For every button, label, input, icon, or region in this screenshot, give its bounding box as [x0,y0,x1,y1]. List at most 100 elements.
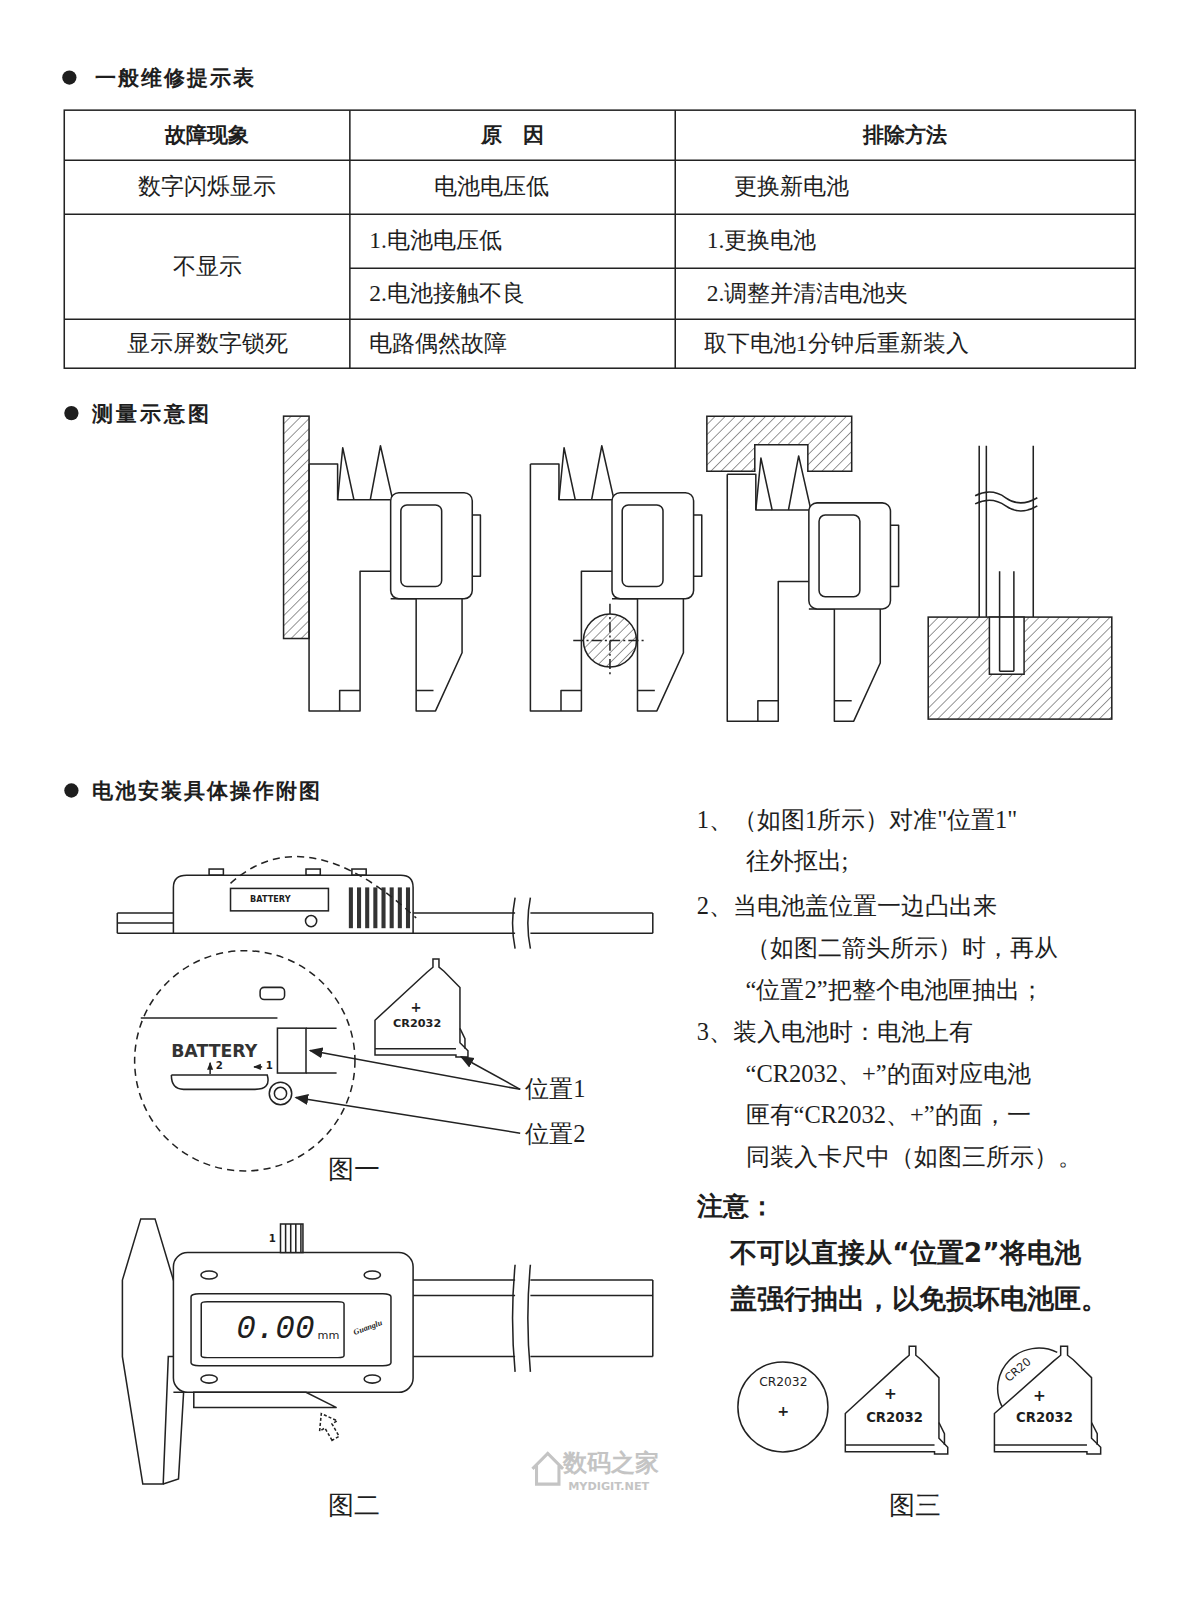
note-text: 不可以直接从“位置2”将电池 盖强行抽出，以免损坏电池匣。 [730,1230,1179,1322]
note-heading: 注意： [697,1188,819,1225]
caliper-top-view-part [209,869,223,875]
node-text: CR20 [1003,1356,1033,1384]
node-text: CR2032 [759,1376,807,1388]
text-line: 不可以直接从“位置2”将电池 [730,1237,1080,1268]
watermark-icon [532,1454,563,1485]
battery-holder-outline-part [375,959,468,1057]
table-cell: 数字闪烁显示 [64,160,350,214]
text-line: 同装入卡尺中（如图三所示）。 [746,1143,1082,1170]
table-cell: 电路偶然故障 [369,319,675,368]
caliper-front-view-part [173,1253,413,1393]
caliper-top-view-part [305,915,316,926]
caliper-top-view [117,857,653,1171]
caliper-top-view-part [209,1063,211,1074]
battery-holder-outline-part [845,1423,944,1445]
table-header: 原 因 [350,110,675,160]
measuring-figures [284,416,1112,721]
table-cell: 1.更换电池 [707,214,1135,268]
section-heading: 测量示意图 [92,399,316,430]
battery-holder: + CR2032 [372,957,472,1059]
caliper-front-view [122,1219,652,1484]
caliper-front-view-part [201,1375,217,1383]
watermark: 数码之家 [563,1448,696,1479]
instruction-step: 2、当电池盖位置一边凸出来 （如图二箭头所示）时，再从 “位置2”把整个电池匣抽… [697,885,1117,1010]
caliper-top-view-part [141,1017,278,1019]
caliper-top-view-part [254,1066,262,1068]
caliper-top-view-part [513,898,531,949]
table-cell: 电池电压低 [434,160,676,214]
measuring-figures-part [530,446,701,711]
table-cell: 取下电池1分钟后重新装入 [704,319,1135,368]
caliper-front-view-part [163,1392,183,1484]
lcd-display-outline-part [191,1294,391,1366]
table-header: 故障现象 [64,110,350,160]
caliper-top-view-part [231,857,417,918]
bullet-dots-part [62,70,76,84]
section-heading: 一般维修提示表 [95,63,421,92]
caliper-front-view-part [312,1408,344,1443]
battery-holder-outline-part [998,1348,1058,1407]
battery-holder-outline-part [845,1347,947,1455]
text-line: 2、当电池盖位置一边凸出来 [697,892,997,919]
battery-mark: BATTERY [237,891,304,905]
section-heading: 电池安装具体操作附图 [92,775,459,806]
caliper-top-view-part [310,1051,520,1090]
table-grid-part [64,110,1135,368]
caliper-top-view-part [296,1098,520,1134]
text-line: 3、装入电池时：电池上有 [697,1018,973,1045]
figure-caption: 图一 [318,1155,389,1186]
battery-holder-outline [991,1344,1105,1456]
table-cell: 不显示 [64,214,350,319]
bullet-dots-part [64,783,78,797]
wheel-number: 1 [267,1232,277,1246]
callout-label: 位置2 [525,1119,617,1150]
figure-caption: 图三 [879,1490,950,1521]
node-text: + [777,1404,789,1418]
lcd-display-outline-part [201,1302,344,1358]
table-cell: 更换新电池 [734,160,1135,214]
text-line: 1、（如图1所示）对准"位置1" [697,806,1018,833]
arrow-number: 2 [214,1060,224,1073]
caliper-front-view-part [194,1392,337,1407]
caliper-top-view-part [352,869,366,875]
measuring-figures-part [928,617,1112,719]
table-cell: 2.电池接触不良 [369,268,675,319]
battery-holder: CR20+CR2032 [991,1344,1105,1456]
arrow-number: 1 [264,1060,274,1073]
bullet-dots-part [64,406,78,420]
coin-battery: CR2032 + [736,1360,830,1454]
watermark-icon-part [532,1454,563,1485]
caliper-top-view-part [135,951,355,1171]
caliper-top-view-part-part [357,887,361,928]
text-line: （如图二箭头所示）时，再从 [746,934,1058,961]
measuring-figures-part [1000,571,1014,671]
node-text: + [411,1001,422,1014]
caliper-top-view-part [260,987,284,999]
caliper-front-view-part [513,1265,531,1372]
measuring-figures-part [573,604,646,677]
table-grid [64,110,1135,368]
node-text: CR2032 [1016,1411,1073,1424]
caliper-top-view-part [274,1087,286,1099]
caliper-top-view-part-part [381,887,385,928]
table-header: 排除方法 [675,110,1135,160]
node-text: 0.00 [236,1314,314,1347]
node-text: CR2032 [866,1411,923,1424]
battery-holder-outline-part [995,1347,1101,1455]
caliper-top-view-part-part [349,887,353,928]
text-line: 匣有“CR2032、+”的面，一 [746,1101,1031,1128]
measuring-figures-part [309,446,480,711]
text-line: 往外抠出; [746,847,849,874]
instruction-step: 1、（如图1所示）对准"位置1" 往外抠出; [697,799,1117,883]
measuring-figures-part [975,492,1037,511]
node-text: CR2032 [393,1018,441,1029]
caliper-front-view-part [364,1375,380,1383]
measuring-figures-part [979,446,1033,617]
caliper-top-view-part [173,875,413,933]
caliper-top-view-part [277,1028,306,1073]
figure-caption: 图二 [318,1490,389,1521]
measuring-figures-part [707,416,852,471]
table-cell: 1.电池电压低 [369,214,675,268]
caliper-top-view-part [306,869,320,875]
caliper-top-view-part-part [398,887,402,928]
